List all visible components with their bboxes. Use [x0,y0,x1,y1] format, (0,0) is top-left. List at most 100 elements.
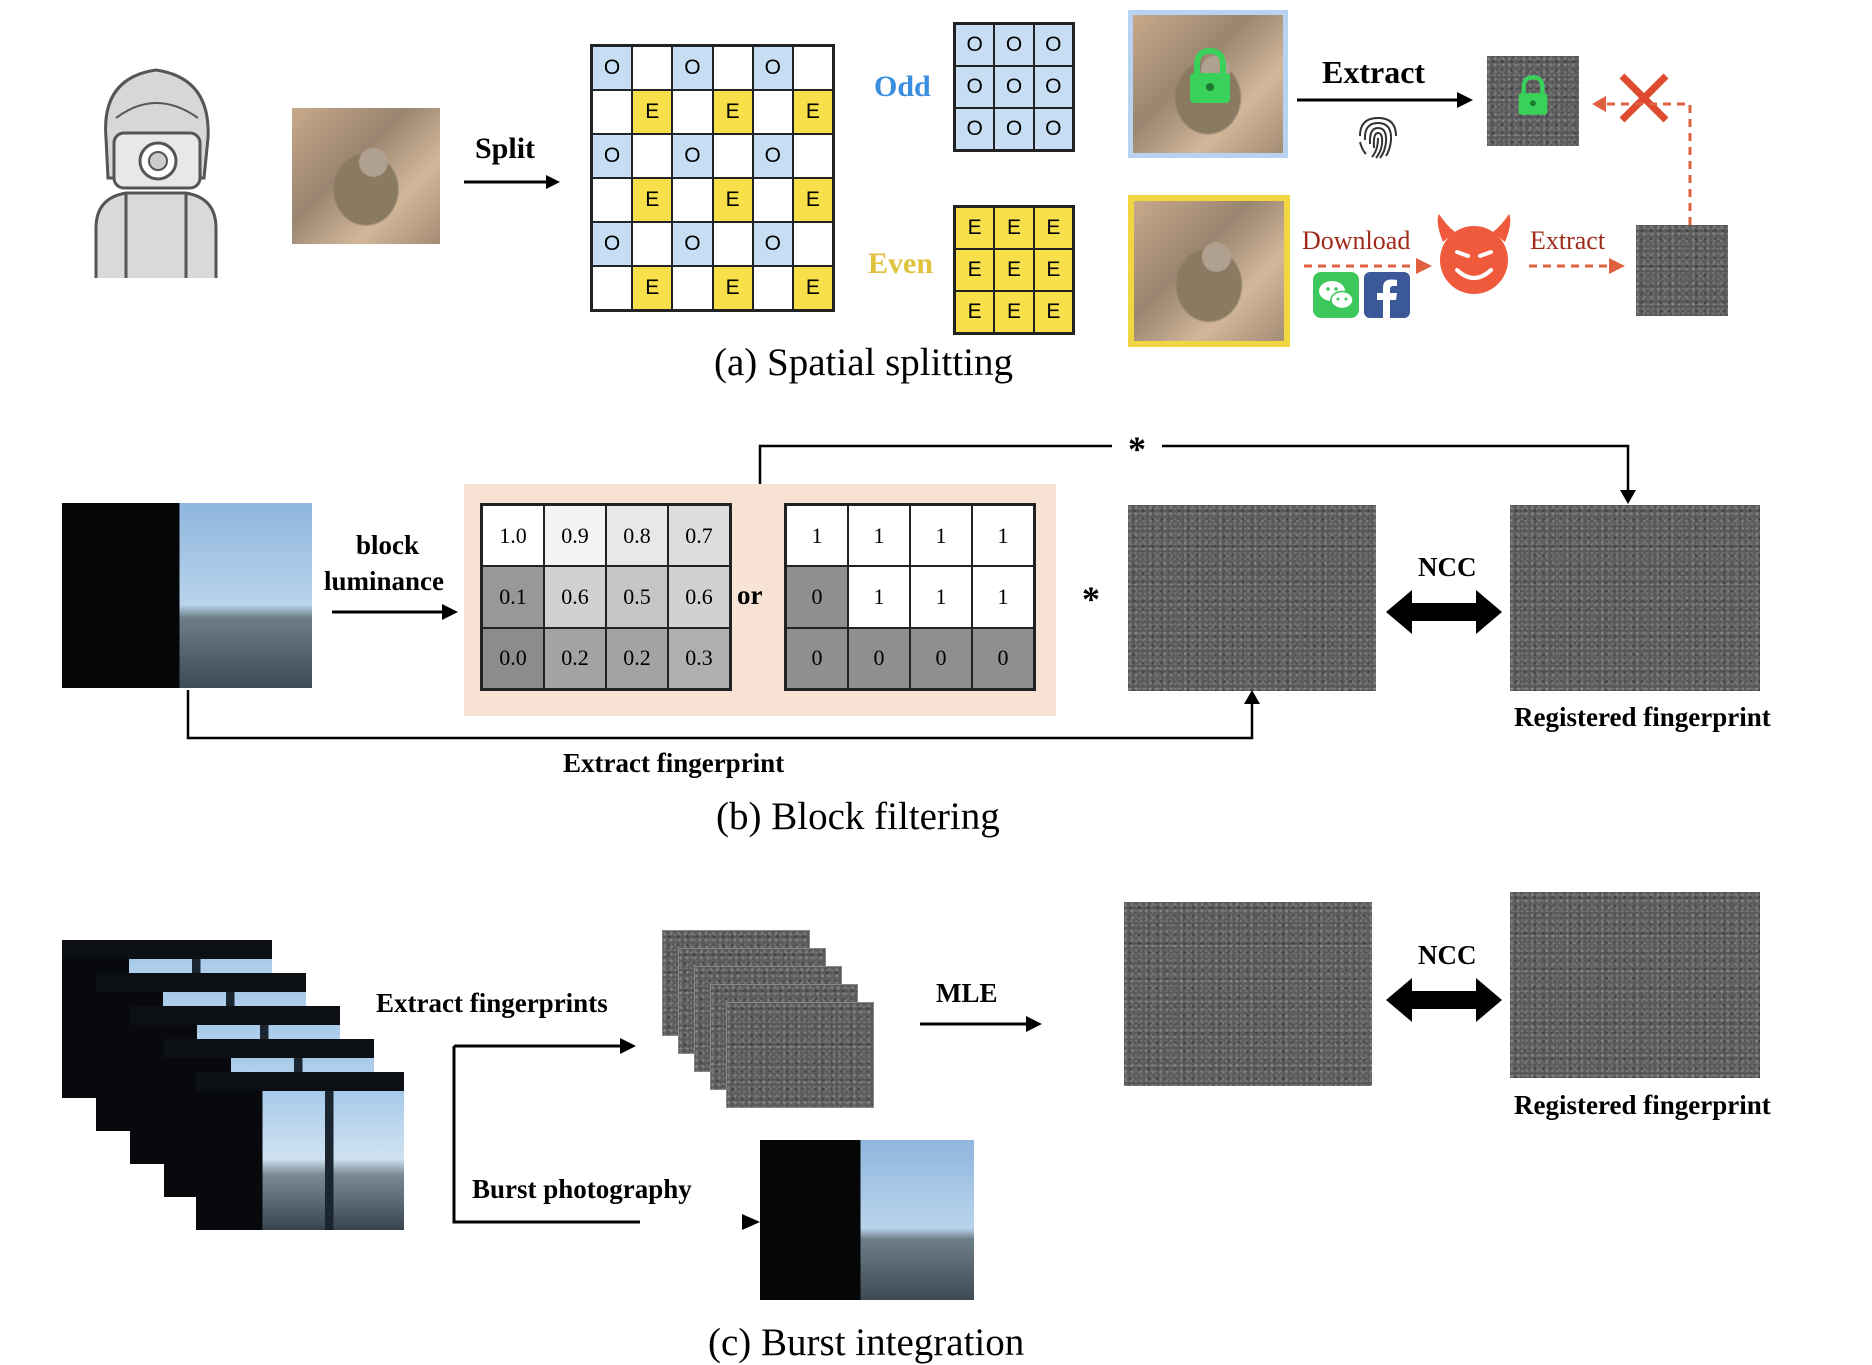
luminance-cell: 0.3 [668,627,730,689]
odd-cell: O [955,108,995,150]
empty-cell [712,222,753,266]
even-cell: E [1033,291,1073,333]
registered-label-b: Registered fingerprint [1514,702,1771,732]
even-cell: E [955,207,995,249]
empty-cell [792,134,833,178]
mask-cell: 1 [848,566,910,628]
cross-icon [1619,73,1669,123]
even-cell: E [1033,207,1073,249]
mask-cell: 1 [910,505,972,567]
empty-cell [672,266,713,310]
protected-image [1128,10,1288,158]
odd-cell: O [1033,24,1073,66]
empty-cell [712,134,753,178]
download-arrow [1304,258,1432,274]
mle-label: MLE [936,978,998,1008]
burst-frame [196,1072,404,1230]
mask-cell: 1 [972,566,1034,628]
lock-icon [1518,75,1548,115]
ncc-double-arrow-b [1386,590,1502,634]
registered-fingerprint-c [1510,892,1760,1078]
empty-cell [632,222,673,266]
even-cell: E [955,249,995,291]
extracted-fingerprint-locked [1487,56,1579,146]
ncc-double-arrow-c [1386,978,1502,1022]
odd-cell: O [672,46,713,90]
shared-image [1128,195,1290,347]
empty-cell [592,266,633,310]
split-arrow [464,175,560,189]
mle-arrow [920,1016,1042,1032]
mask-cell: 0 [786,566,848,628]
even-cell: E [792,266,833,310]
devil-icon [1437,214,1511,294]
wechat-icon [1313,272,1359,318]
burst-photography-label: Burst photography [472,1174,692,1204]
even-cell: E [712,178,753,222]
extract-fingerprint-route [186,690,1260,740]
luminance-cell: 0.2 [544,627,606,689]
estimated-fingerprint [1124,902,1372,1086]
even-cell: E [955,291,995,333]
caption-a: (a) Spatial splitting [714,341,1013,384]
odd-cell: O [672,134,713,178]
odd-cell: O [955,24,995,66]
odd-cell: O [752,46,793,90]
or-label: or [737,580,763,610]
facebook-icon [1364,272,1410,318]
mask-cell: 0 [786,627,848,689]
lock-icon [1190,47,1230,103]
attack-return-arrow [1592,96,1692,225]
luminance-cell: 0.7 [668,505,730,567]
even-cell: E [1033,249,1073,291]
empty-cell [752,178,793,222]
star-route-arrow [758,444,1636,504]
mask-cell: 0 [972,627,1034,689]
even-cell: E [792,178,833,222]
luminance-cell: 0.5 [606,566,668,628]
empty-cell [632,46,673,90]
star-label: * [1082,579,1100,619]
block-label: block [356,530,420,560]
luminance-cell: 0.6 [544,566,606,628]
registered-label-c: Registered fingerprint [1514,1090,1771,1120]
even-cell: E [994,291,1034,333]
split-label: Split [475,132,536,165]
odd-cell: O [592,46,633,90]
odd-cell: O [1033,108,1073,150]
caption-c: (c) Burst integration [708,1321,1025,1364]
luminance-cell: 0.9 [544,505,606,567]
ncc-label-c: NCC [1418,940,1477,970]
even-cell: E [712,90,753,134]
extract-attack-label: Extract [1530,226,1606,255]
registered-fingerprint-b [1510,505,1760,691]
caption-b: (b) Block filtering [716,795,1000,838]
ncc-label-b: NCC [1418,552,1477,582]
empty-cell [792,46,833,90]
luminance-cell: 0.8 [606,505,668,567]
luminance-cell: 0.1 [482,566,544,628]
extract-attack-arrow [1529,258,1625,274]
even-cell: E [994,249,1034,291]
even-cell: E [792,90,833,134]
even-cell: E [994,207,1034,249]
mask-cell: 1 [910,566,972,628]
empty-cell [632,134,673,178]
mask-cell: 0 [910,627,972,689]
extracted-fingerprint [1128,505,1376,691]
input-photo [62,503,312,688]
mask-cell: 1 [848,505,910,567]
empty-cell [792,222,833,266]
extract-arrow [1297,92,1473,108]
empty-cell [712,46,753,90]
odd-label: Odd [874,70,931,103]
empty-cell [672,90,713,134]
person-camera-icon [94,68,218,278]
star-top-label: * [1128,429,1146,469]
extract-fingerprints-label: Extract fingerprints [376,988,608,1018]
